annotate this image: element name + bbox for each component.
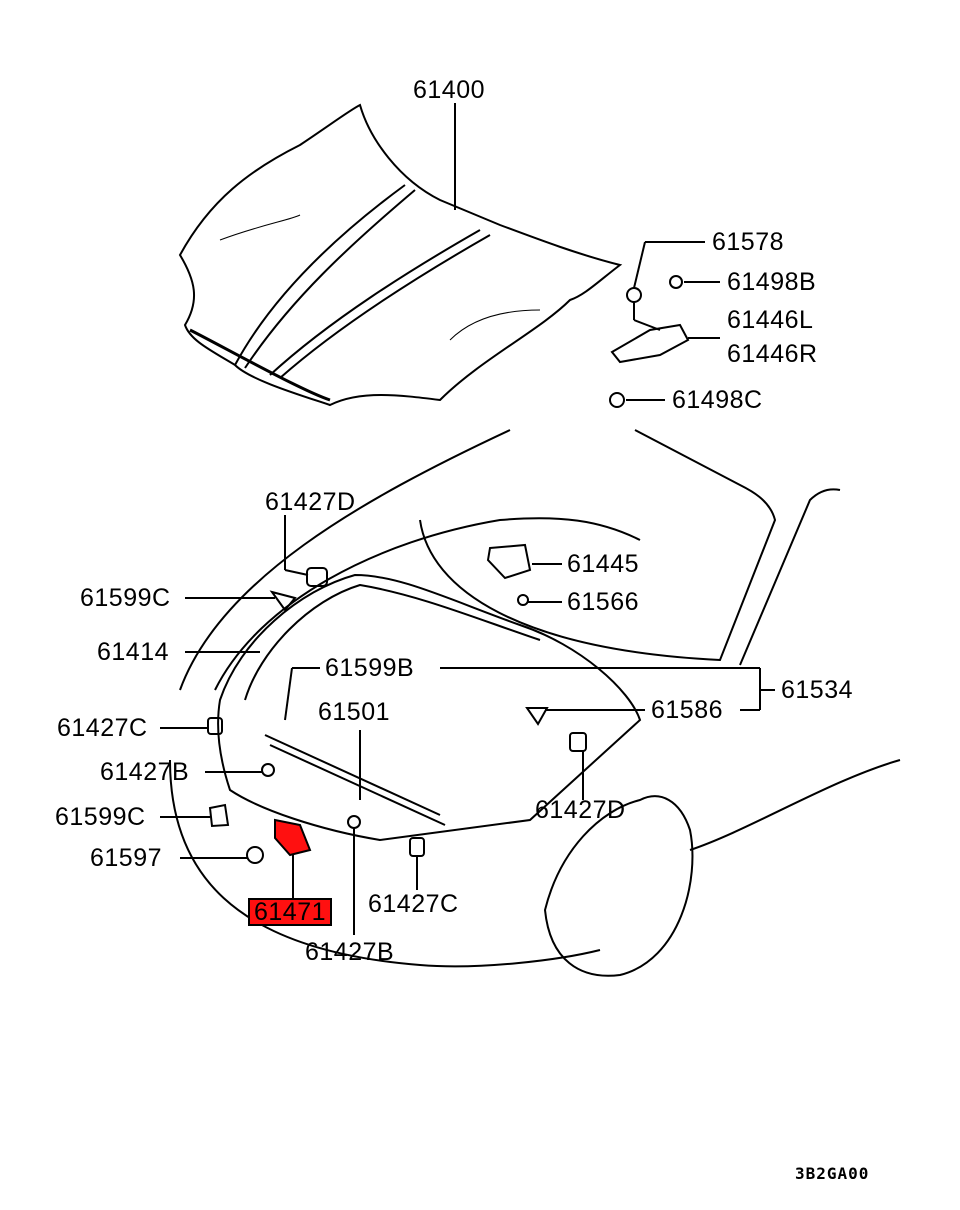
part-label-61586[interactable]: 61586 bbox=[651, 696, 724, 724]
part-label-61534[interactable]: 61534 bbox=[781, 676, 854, 704]
part-label-61427D[interactable]: 61427D bbox=[535, 796, 626, 824]
latch-61471 bbox=[274, 818, 312, 857]
part-label-61446L[interactable]: 61446L bbox=[727, 306, 814, 334]
part-label-61445[interactable]: 61445 bbox=[567, 550, 640, 578]
part-label-61498C[interactable]: 61498C bbox=[672, 386, 763, 414]
part-label-61427C[interactable]: 61427C bbox=[57, 714, 148, 742]
part-label-61599C[interactable]: 61599C bbox=[55, 803, 146, 831]
part-label-61427B[interactable]: 61427B bbox=[100, 758, 190, 786]
part-label-61427D[interactable]: 61427D bbox=[265, 488, 356, 516]
part-label-61501[interactable]: 61501 bbox=[318, 698, 391, 726]
part-label-61427B[interactable]: 61427B bbox=[305, 938, 395, 966]
latch-61445 bbox=[486, 543, 532, 580]
part-label-61599C[interactable]: 61599C bbox=[80, 584, 171, 612]
part-label-61498B[interactable]: 61498B bbox=[727, 268, 817, 296]
part-label-61427C[interactable]: 61427C bbox=[368, 890, 459, 918]
part-label-61578[interactable]: 61578 bbox=[712, 228, 785, 256]
part-label-61400[interactable]: 61400 bbox=[413, 76, 486, 104]
part-label-61566[interactable]: 61566 bbox=[567, 588, 640, 616]
part-label-61597[interactable]: 61597 bbox=[90, 844, 163, 872]
part-label-61471-highlighted[interactable]: 61471 bbox=[248, 898, 333, 926]
part-label-61414[interactable]: 61414 bbox=[97, 638, 170, 666]
hinge-bracket bbox=[610, 323, 690, 364]
diagram-code: 3B2GA00 bbox=[795, 1164, 870, 1183]
part-label-61446R[interactable]: 61446R bbox=[727, 340, 818, 368]
part-label-61599B[interactable]: 61599B bbox=[325, 654, 415, 682]
